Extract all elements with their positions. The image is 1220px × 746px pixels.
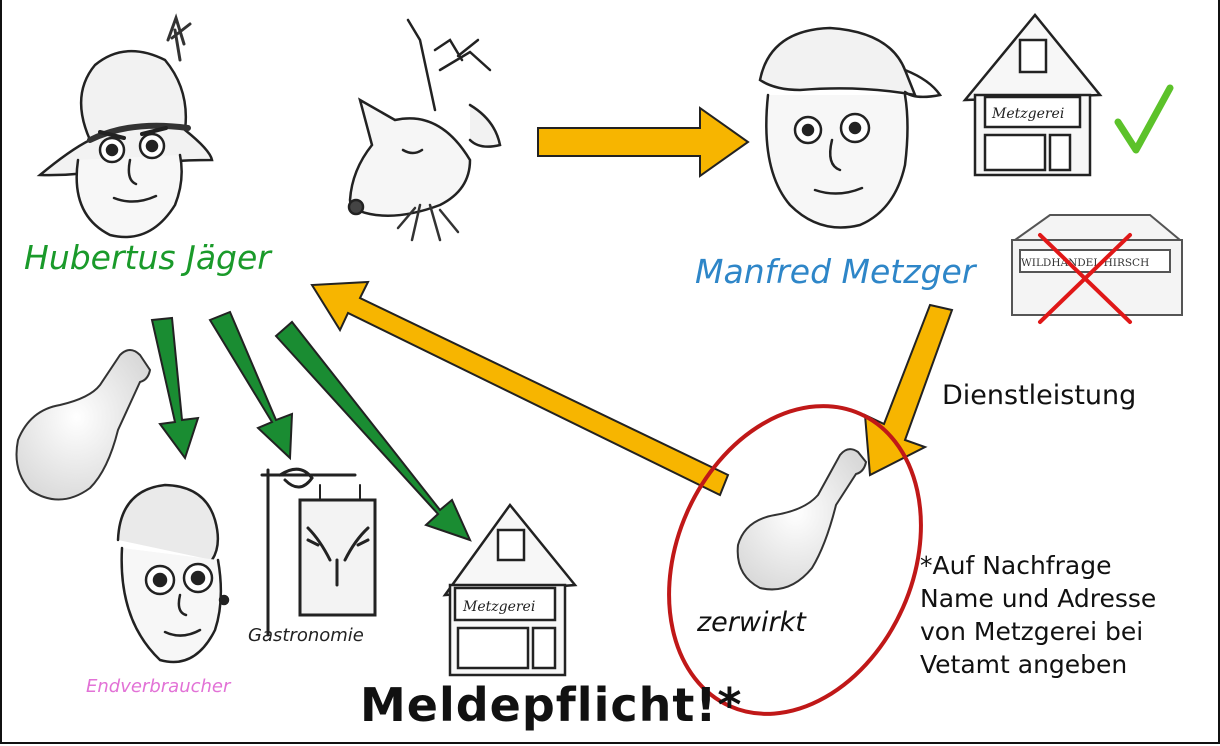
footnote-line: *Auf Nachfrage [920, 551, 1112, 580]
footnote-line: Name und Adresse [920, 584, 1157, 613]
arrow-deer-to-butcher [537, 106, 750, 178]
arrow-hunter-to-butcher [274, 320, 472, 542]
check-icon [1114, 84, 1174, 154]
gastronomy-sign [260, 467, 377, 637]
game-leg-left [15, 349, 152, 501]
arrow-hunter-to-consumer [150, 316, 200, 461]
butchered-label: zerwirkt [697, 607, 806, 638]
footnote: *Auf Nachfrage Name und Adresse von Metz… [920, 549, 1220, 681]
deer-head [347, 18, 502, 242]
butcher-shop-sign-text: Metzgerei [991, 106, 1064, 122]
butcher-name: Manfred Metzger [695, 252, 976, 291]
reporting-obligation-heading: Meldepflicht!* [360, 678, 743, 732]
arrow-hunter-to-gastronomy [208, 310, 294, 461]
footnote-line: von Metzgerei bei [920, 617, 1144, 646]
hunter-name: Hubertus Jäger [24, 238, 271, 277]
cross-icon [1038, 233, 1132, 324]
game-dealer-building: WILDHANDEL HIRSCH [1011, 214, 1183, 316]
gastronomy-label: Gastronomie [248, 625, 364, 646]
arrow-butcher-to-meat [863, 303, 954, 477]
consumer-portrait [116, 483, 230, 664]
butcher-shop-icon: Metzgerei [962, 13, 1103, 177]
butcher-shop-bottom-sign-text: Metzgerei [462, 599, 535, 615]
hunter-portrait [36, 13, 214, 239]
game-dealer-sign-text: WILDHANDEL HIRSCH [1021, 257, 1149, 269]
game-leg-cut [736, 448, 868, 591]
butcher-shop-bottom-icon: Metzgerei [442, 502, 578, 677]
consumer-label: Endverbraucher [86, 676, 231, 697]
arrow-meat-to-hunter [310, 280, 730, 497]
footnote-line: Vetamt angeben [920, 650, 1128, 679]
butcher-portrait [758, 26, 943, 229]
zerwirkt-circle [667, 404, 923, 716]
service-label: Dienstleistung [942, 380, 1137, 411]
